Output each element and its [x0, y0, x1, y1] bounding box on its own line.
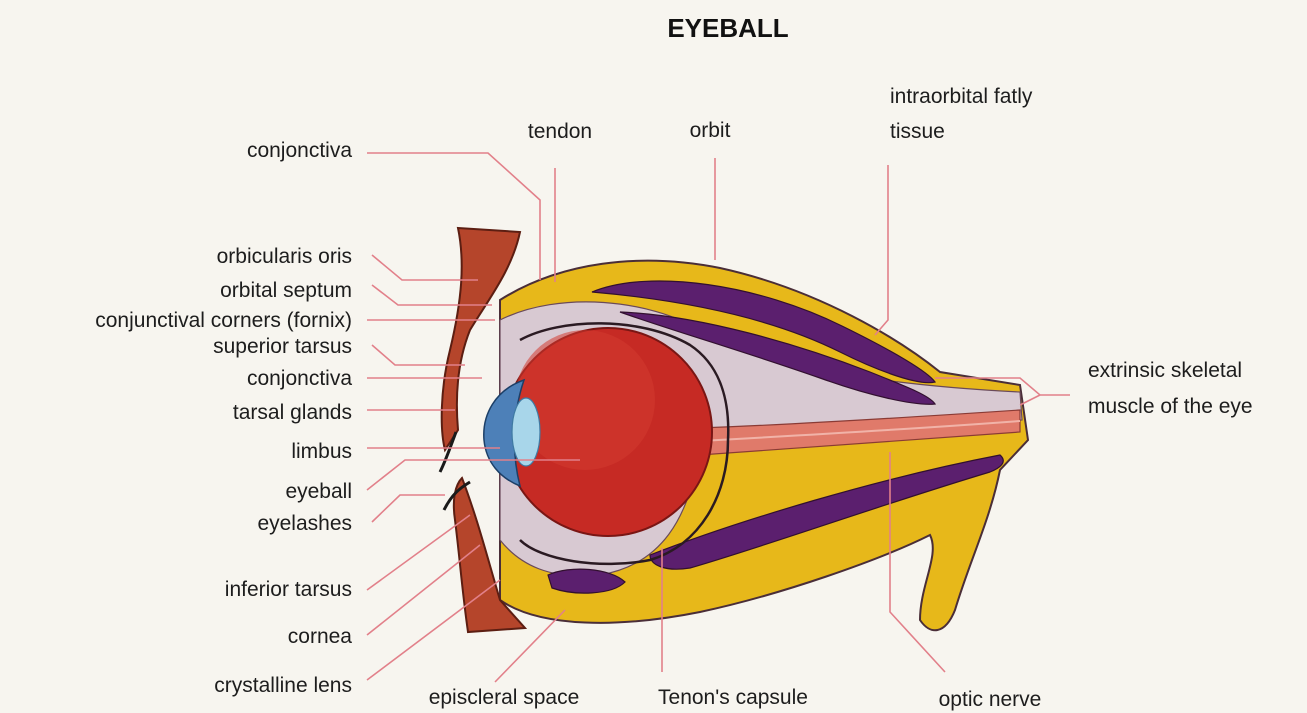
leader-eyelashes	[372, 495, 445, 522]
label-extrinsic-2: muscle of the eye	[1088, 395, 1253, 418]
label-intraorbital-1: intraorbital fatly	[890, 85, 1033, 108]
label-limbus: limbus	[291, 440, 352, 463]
label-tenons-capsule: Tenon's capsule	[658, 686, 808, 709]
label-extrinsic-1: extrinsic skeletal	[1088, 359, 1242, 382]
right-labels: extrinsic skeletal muscle of the eye	[1088, 359, 1253, 418]
label-orbital-septum: orbital septum	[220, 279, 352, 302]
label-superior-tarsus: superior tarsus	[213, 335, 352, 358]
label-conjonctiva-top: conjonctiva	[247, 139, 352, 162]
diagram-title: EYEBALL	[667, 13, 788, 43]
leader-inferior-tarsus	[367, 515, 470, 590]
label-conjunctival-corners: conjunctival corners (fornix)	[95, 309, 352, 332]
label-conjonctiva-mid: conjonctiva	[247, 367, 352, 390]
label-tendon: tendon	[528, 120, 592, 143]
label-episcleral-space: episcleral space	[429, 686, 580, 709]
label-cornea: cornea	[288, 625, 353, 648]
eye-anatomy	[440, 228, 1028, 632]
label-tarsal-glands: tarsal glands	[233, 401, 352, 424]
label-orbicularis-oris: orbicularis oris	[217, 245, 352, 268]
leader-intraorbital	[875, 165, 888, 335]
top-labels: tendon orbit intraorbital fatly tissue	[528, 85, 1033, 143]
label-eyelashes: eyelashes	[257, 512, 352, 535]
label-crystalline-lens: crystalline lens	[214, 674, 352, 697]
label-optic-nerve: optic nerve	[939, 688, 1042, 711]
label-eyeball: eyeball	[285, 480, 352, 503]
label-intraorbital-2: tissue	[890, 120, 945, 143]
bottom-labels: episcleral space Tenon's capsule optic n…	[429, 686, 1042, 711]
crystalline-lens-shape	[512, 398, 540, 466]
leader-conjonctiva-top	[367, 153, 540, 280]
label-inferior-tarsus: inferior tarsus	[225, 578, 352, 601]
left-labels: conjonctiva orbicularis oris orbital sep…	[95, 139, 352, 697]
label-orbit: orbit	[690, 119, 731, 142]
